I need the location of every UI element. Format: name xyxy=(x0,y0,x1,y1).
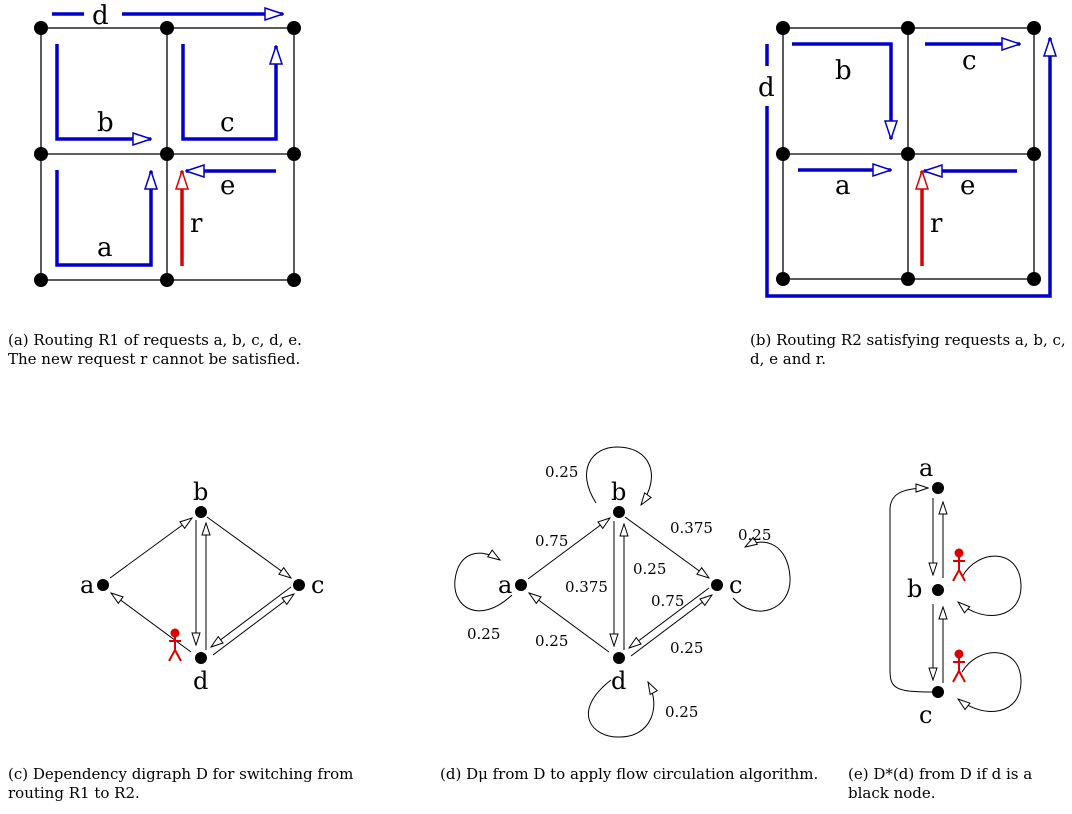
edge-d-c xyxy=(212,594,294,656)
route-c xyxy=(181,44,276,141)
weight-d-b: 0.25 xyxy=(633,560,666,578)
caption-d-text: (d) Dμ from D to apply flow circulation … xyxy=(440,765,819,783)
node-label-a: a xyxy=(919,454,933,482)
weight-b-c: 0.375 xyxy=(670,519,713,537)
route-b xyxy=(792,42,891,139)
panel-c-edges xyxy=(109,516,294,656)
node-b xyxy=(613,506,625,518)
node-label-b: b xyxy=(611,478,626,506)
label-c: c xyxy=(962,46,977,76)
node-label-c: c xyxy=(311,571,324,599)
panel-d-node-labels: a b c d xyxy=(498,478,742,695)
weight-b-d: 0.375 xyxy=(565,578,608,596)
weight-a-b: 0.75 xyxy=(535,532,568,550)
panel-c-node-labels: a b c d xyxy=(80,478,324,695)
edge-d-a xyxy=(529,593,610,653)
loop-c xyxy=(958,652,1022,712)
caption-c-text: (c) Dependency digraph D for switching f… xyxy=(8,765,354,802)
panel-a-grid-nodes xyxy=(34,21,301,287)
label-a: a xyxy=(835,171,851,201)
node-a xyxy=(515,579,527,591)
label-e: e xyxy=(960,171,975,201)
weight-d-loop: 0.25 xyxy=(665,703,698,721)
weight-d-c: 0.25 xyxy=(670,639,703,657)
weight-a-loop: 0.25 xyxy=(467,625,500,643)
label-a: a xyxy=(97,233,113,263)
person-icon xyxy=(168,628,182,662)
weight-d-a: 0.25 xyxy=(535,632,568,650)
weight-c-d: 0.75 xyxy=(651,592,684,610)
label-b: b xyxy=(97,108,114,138)
node-label-b: b xyxy=(907,575,922,603)
label-e: e xyxy=(220,171,235,201)
panel-b-labels: d b c a e r xyxy=(758,46,977,239)
edge-d-a xyxy=(111,593,192,653)
caption-a: (a) Routing R1 of requests a, b, c, d, e… xyxy=(8,331,334,369)
loop-c xyxy=(732,542,791,612)
label-d: d xyxy=(92,1,109,31)
panel-b-grid-nodes xyxy=(776,21,1041,286)
edge-c-d xyxy=(211,586,292,647)
edge-a-b xyxy=(109,518,192,579)
loop-d xyxy=(588,679,653,738)
edge-b-c xyxy=(206,516,291,578)
person-icon xyxy=(952,649,966,683)
caption-e-text: (e) D*(d) from D if d is a black node. xyxy=(848,765,1033,802)
label-c: c xyxy=(220,108,235,138)
panel-e-nodes xyxy=(932,482,944,698)
panel-c-nodes xyxy=(97,506,305,664)
node-b xyxy=(195,506,207,518)
route-b xyxy=(55,44,151,139)
label-r: r xyxy=(930,209,943,239)
edge-a-b xyxy=(527,518,610,580)
caption-a-text: (a) Routing R1 of requests a, b, c, d, e… xyxy=(8,331,302,368)
caption-b: (b) Routing R2 satisfying requests a, b,… xyxy=(750,331,1066,369)
panel-d-nodes xyxy=(515,506,723,664)
edge-c-d xyxy=(629,587,710,648)
panel-a-routes xyxy=(52,14,283,267)
panel-e-edges xyxy=(889,488,1022,712)
caption-c: (c) Dependency digraph D for switching f… xyxy=(8,765,400,803)
weight-b-loop: 0.25 xyxy=(545,463,578,481)
panel-a-labels: d b c a e r xyxy=(92,1,235,263)
caption-e: (e) D*(d) from D if d is a black node. xyxy=(848,765,1066,803)
node-d xyxy=(613,652,625,664)
panel-d-edges xyxy=(454,446,791,738)
label-r: r xyxy=(190,209,203,239)
node-label-a: a xyxy=(498,571,512,599)
node-label-c: c xyxy=(919,701,932,729)
node-label-b: b xyxy=(193,478,208,506)
route-a xyxy=(55,170,151,267)
loop-a xyxy=(454,553,513,612)
node-label-c: c xyxy=(729,571,742,599)
route-d xyxy=(765,38,1050,298)
caption-b-text: (b) Routing R2 satisfying requests a, b,… xyxy=(750,331,1066,368)
edge-c-a xyxy=(889,488,933,693)
label-d: d xyxy=(758,73,775,103)
weight-c-loop: 0.25 xyxy=(738,526,771,544)
node-label-d: d xyxy=(193,667,208,695)
loop-b xyxy=(958,555,1022,616)
node-a xyxy=(97,579,109,591)
person-icon xyxy=(952,548,966,582)
panel-e-node-labels: a b c xyxy=(907,454,933,729)
panel-b-routes xyxy=(765,38,1050,298)
edge-b-c xyxy=(624,516,709,578)
node-d xyxy=(195,652,207,664)
panel-d-weights: 0.25 0.75 0.375 0.25 0.375 0.25 0.75 0.2… xyxy=(467,463,771,721)
node-c xyxy=(711,579,723,591)
node-label-d: d xyxy=(611,667,626,695)
node-c xyxy=(293,579,305,591)
edge-d-c xyxy=(630,595,712,657)
caption-d: (d) Dμ from D to apply flow circulation … xyxy=(440,765,820,784)
node-label-a: a xyxy=(80,571,94,599)
node-c xyxy=(932,686,944,698)
node-b xyxy=(932,584,944,596)
loop-b xyxy=(586,446,652,505)
node-a xyxy=(932,482,944,494)
label-b: b xyxy=(835,56,852,86)
